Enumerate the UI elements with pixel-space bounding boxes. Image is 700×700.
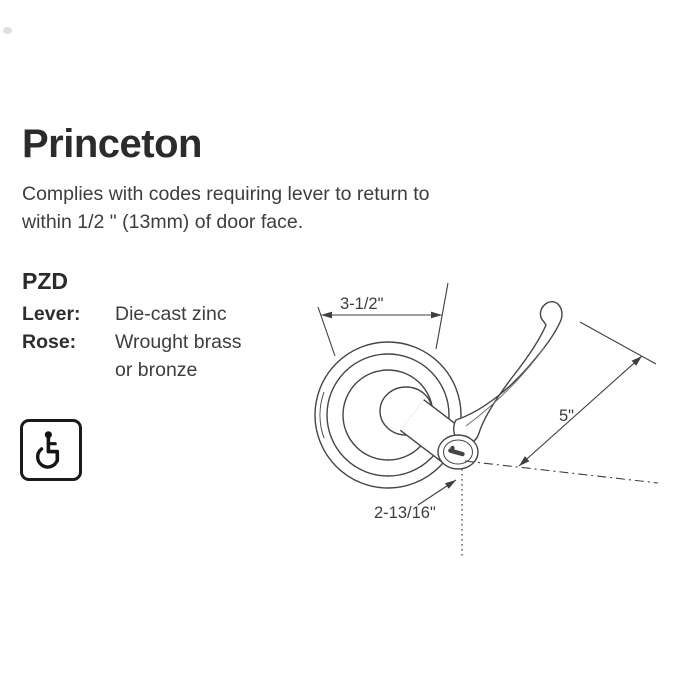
- dim-label-lever-length: 5": [559, 407, 574, 425]
- centerline-lever-axis: [464, 460, 659, 484]
- page-title: Princeton: [22, 122, 202, 166]
- keyway-icon: [448, 445, 465, 457]
- dim-line-lever-length: [518, 355, 643, 467]
- compliance-description: Complies with codes requiring lever to r…: [22, 183, 430, 233]
- scan-artifact: [3, 27, 12, 34]
- model-code: PZD: [22, 268, 68, 294]
- wheelchair-icon: [36, 431, 60, 469]
- leader-line-projection: [417, 479, 457, 506]
- dimension-labels: 3-1/2" 5" 2-13/16": [340, 295, 574, 522]
- spec-label-rose: Rose:: [22, 331, 77, 353]
- spec-list: Lever: Die-cast zinc Rose: Wrought brass…: [22, 300, 241, 384]
- ext-line-rose-right: [435, 282, 449, 350]
- dim-label-rose-diameter: 3-1/2": [340, 295, 384, 313]
- ada-symbol-box: [20, 419, 82, 481]
- ext-line-rose-left: [317, 306, 336, 357]
- spec-label-lever: Lever:: [22, 303, 81, 325]
- lever-technical-drawing: 3-1/2" 5" 2-13/16": [314, 282, 659, 558]
- rose-middle-ring: [326, 353, 450, 477]
- spec-value-rose: Wrought brass or bronze: [115, 331, 242, 381]
- ext-line-lever-tip: [579, 321, 657, 365]
- rose-shading-arc: [319, 391, 325, 439]
- dim-label-projection: 2-13/16": [374, 504, 436, 522]
- cylinder-rim: [443, 439, 473, 465]
- dimension-lines: [317, 282, 659, 558]
- spec-value-lever: Die-cast zinc: [115, 303, 227, 325]
